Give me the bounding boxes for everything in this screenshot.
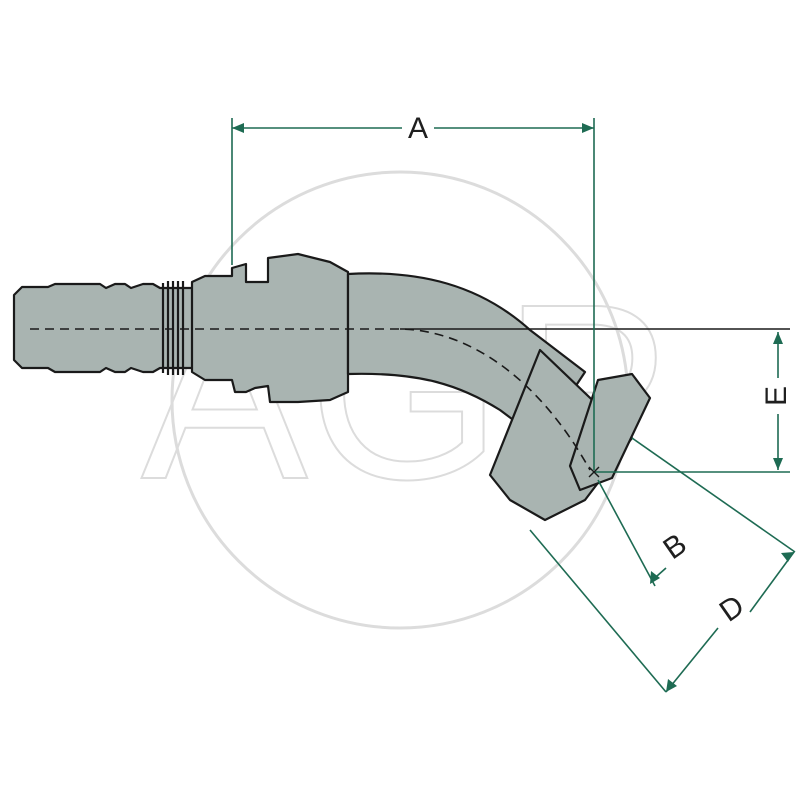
flange-plate [568, 372, 652, 492]
centerline [30, 328, 591, 471]
arrowheads [232, 123, 794, 692]
dimension-label-a: A [408, 112, 428, 145]
dimension-label-b: B [657, 527, 692, 566]
dimension-label-e: E [760, 386, 793, 406]
origin-cross [588, 466, 600, 478]
dimension-label-d: D [714, 589, 751, 628]
thread-ridges [161, 281, 185, 375]
dimension-lines [231, 118, 796, 693]
fitting-body [12, 252, 652, 522]
collar [190, 252, 350, 404]
hose-tail [12, 282, 197, 374]
